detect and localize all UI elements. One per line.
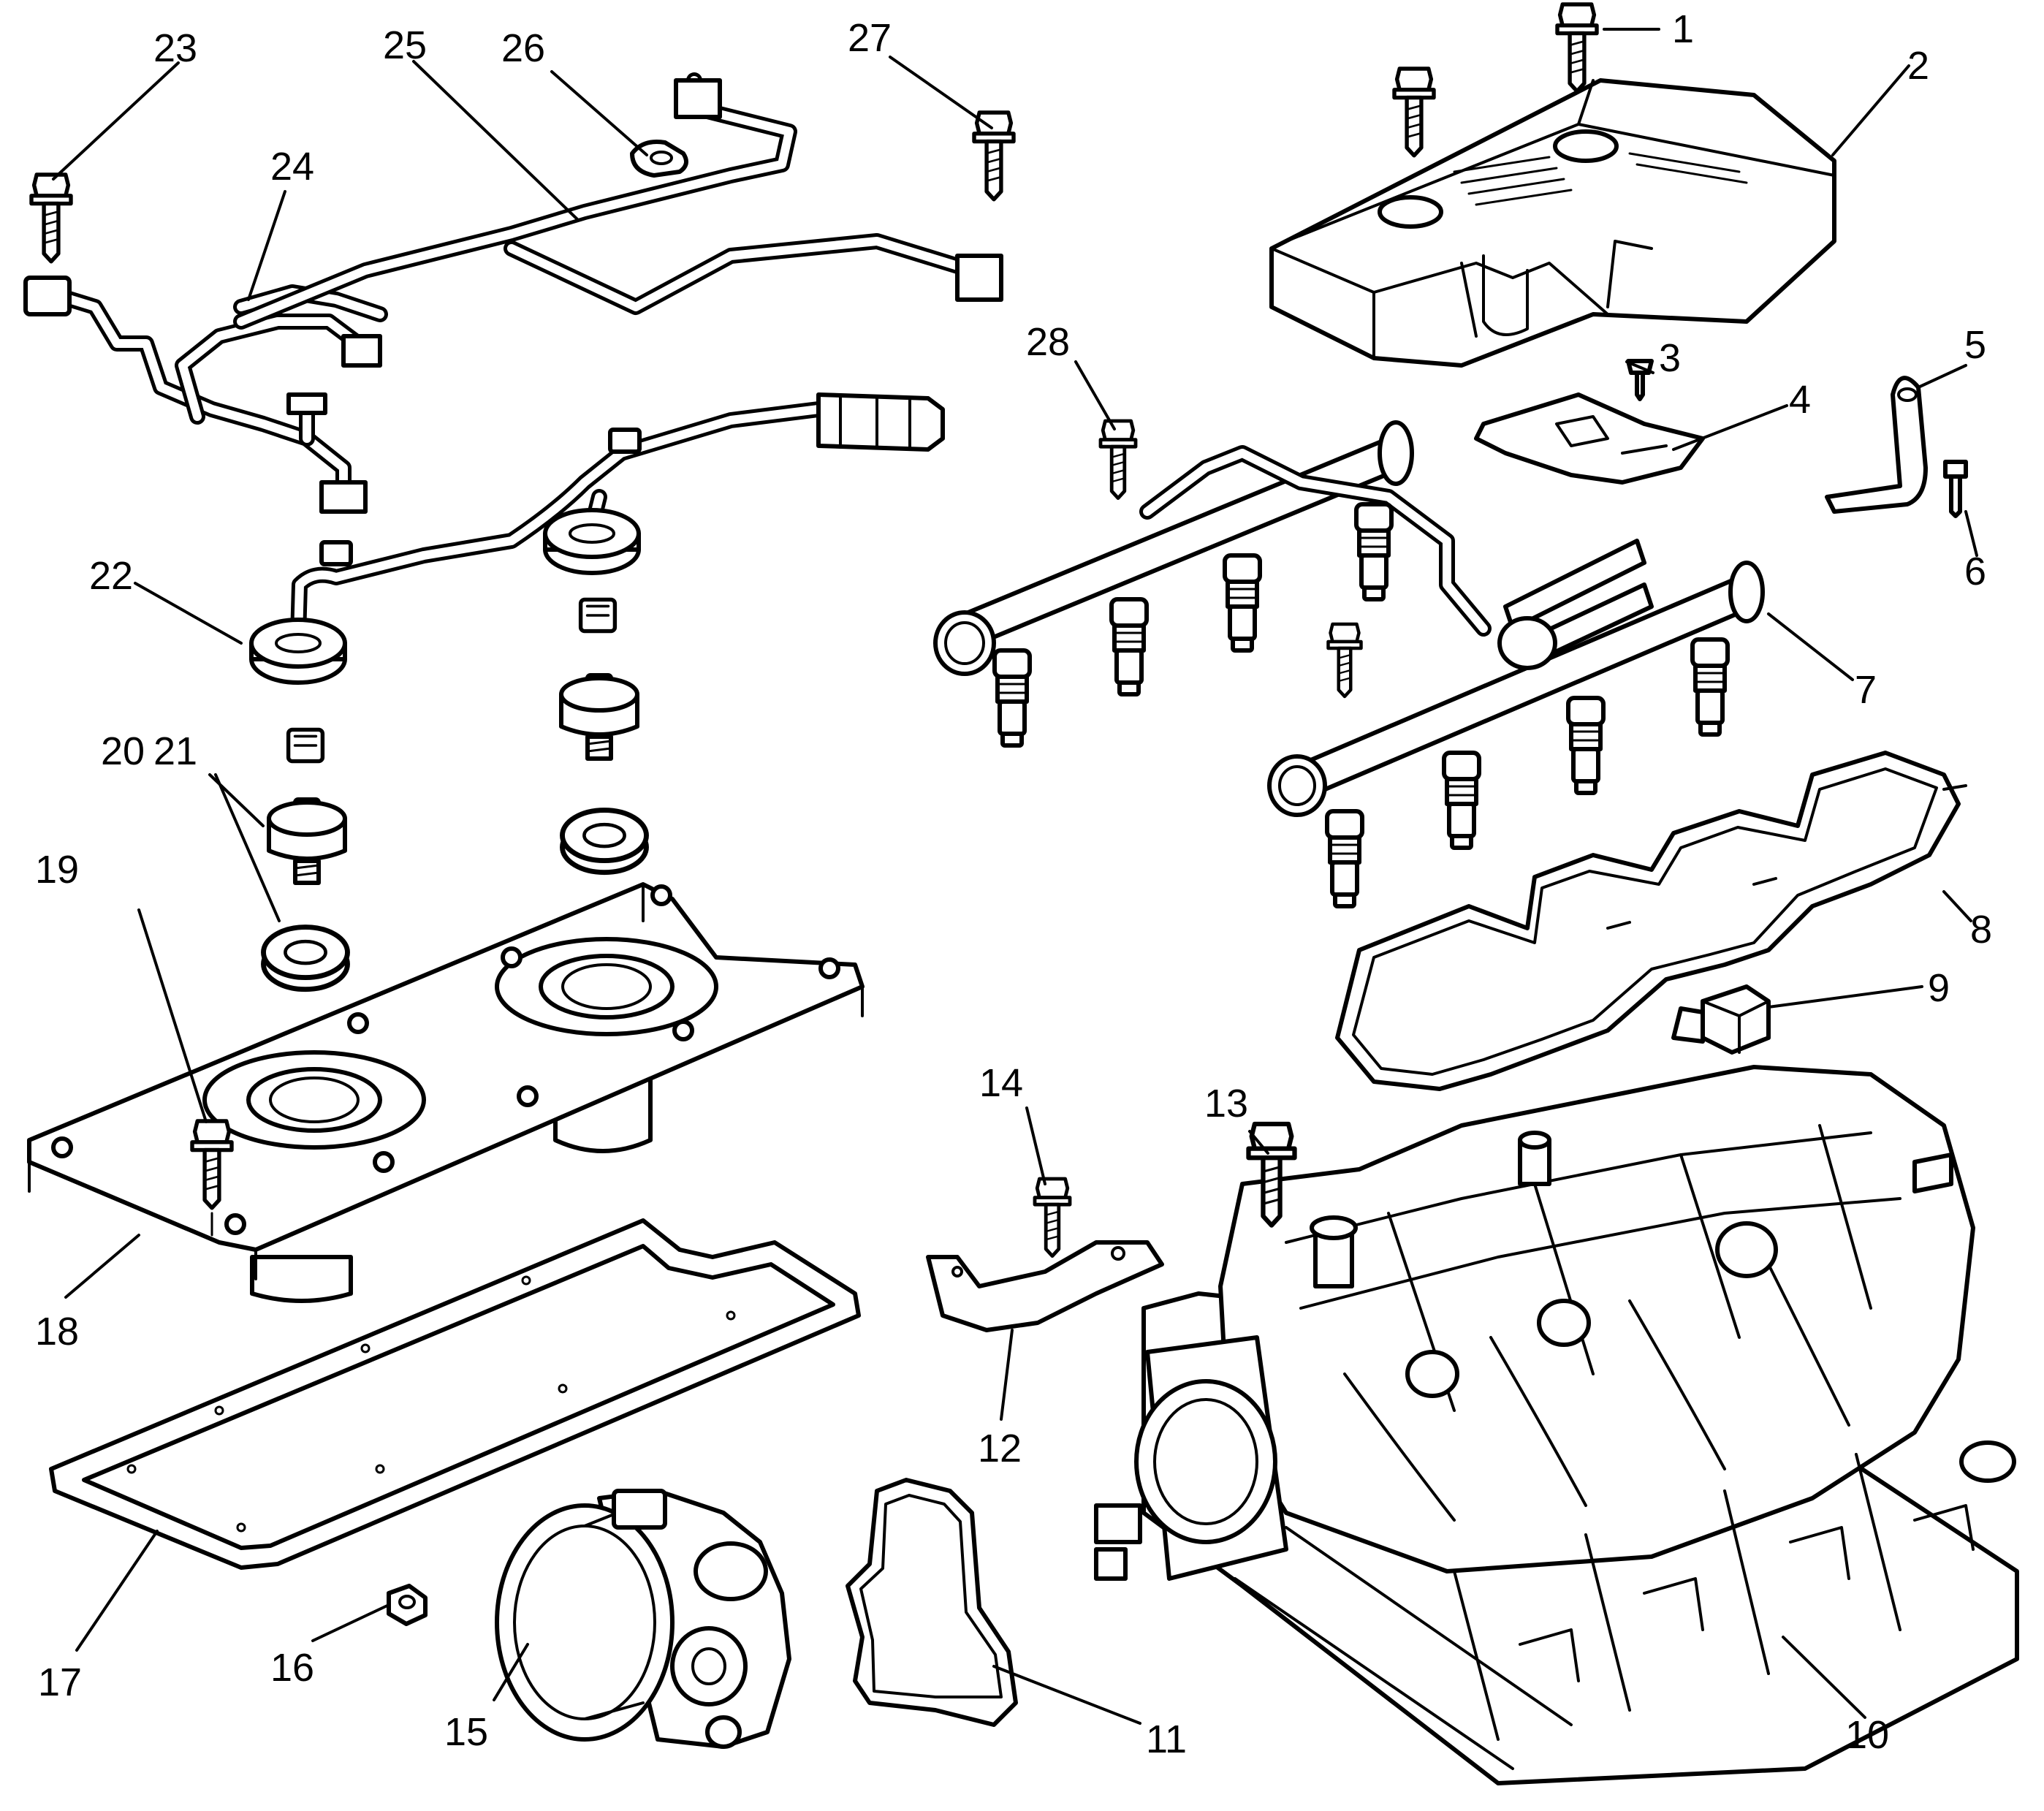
callout-13: 13	[1204, 1082, 1248, 1125]
callout-7: 7	[1855, 668, 1877, 712]
upper-vacuum-harness	[233, 72, 1003, 330]
throttle-cable-bracket	[926, 1240, 1164, 1332]
callout-11: 11	[1146, 1717, 1187, 1761]
fuel-rail-bolt-extra	[1329, 624, 1361, 696]
callout-15: 15	[444, 1710, 488, 1754]
valley-cover-plate	[27, 882, 865, 1303]
callout-28: 28	[1026, 320, 1070, 364]
fuel-rail-assembly	[933, 420, 1765, 906]
throttle-body-gasket	[846, 1478, 1018, 1727]
knock-sensor-right	[561, 675, 637, 759]
cover-bolt-1	[1557, 4, 1597, 91]
callout-9: 9	[1928, 966, 1950, 1010]
callout-4: 4	[1789, 378, 1811, 422]
bracket-bolt-6	[1943, 460, 1968, 518]
valley-cover-gasket	[49, 1218, 861, 1570]
callout-19: 19	[35, 848, 79, 892]
callout-16: 16	[270, 1646, 314, 1690]
callout-22: 22	[89, 554, 133, 598]
intake-manifold-gasket	[1335, 751, 1967, 1091]
bracket-bolt-14	[1035, 1179, 1070, 1256]
callout-21: 21	[153, 729, 197, 773]
plate-bolt-heads	[51, 884, 840, 1235]
callout-24: 24	[270, 145, 314, 189]
callout-12: 12	[978, 1427, 1022, 1470]
callout-17: 17	[38, 1660, 82, 1704]
intake-manifold	[1094, 1065, 2019, 1785]
callout-14: 14	[979, 1061, 1023, 1105]
knock-sensor-harness	[251, 392, 945, 762]
nut	[387, 1584, 428, 1626]
vacuum-seal	[630, 140, 688, 178]
fuel-line-bracket	[1825, 376, 1928, 514]
wiring-bracket	[1474, 392, 1705, 485]
lower-vacuum-harness	[23, 276, 388, 514]
knock-sensor-left	[269, 800, 345, 883]
callout-3: 3	[1659, 336, 1681, 380]
callout-2: 2	[1907, 44, 1929, 88]
callout-25: 25	[383, 23, 427, 67]
callout-6: 6	[1964, 550, 1986, 593]
plate-bolt	[192, 1121, 232, 1237]
map-sensor	[1671, 984, 1771, 1055]
throttle-body	[495, 1489, 791, 1749]
harness-bolt-27	[974, 113, 1014, 200]
callout-26: 26	[501, 26, 545, 70]
callout-18: 18	[35, 1310, 79, 1353]
harness-bolt-23	[31, 175, 71, 262]
callout-20: 20	[101, 729, 145, 773]
knock-sensor-grommet-left	[264, 927, 348, 990]
engine-cover	[1269, 78, 1836, 368]
gasket-bolt-holes	[126, 1275, 736, 1533]
fuel-rail-bolt-28	[1101, 421, 1136, 498]
callout-8: 8	[1970, 908, 1992, 952]
cover-bolt-1b	[1394, 69, 1434, 156]
callout-10: 10	[1845, 1713, 1889, 1757]
callout-23: 23	[153, 26, 197, 70]
knock-sensor-grommet-right	[563, 810, 647, 873]
callout-5: 5	[1964, 323, 1986, 367]
callout-1: 1	[1672, 7, 1694, 51]
callout-labels: 1 2 3 4 5 6 7 8 9 10 11 12 13 14 15 16 1…	[35, 7, 1992, 1761]
callout-27: 27	[848, 16, 892, 60]
leader-lines	[52, 28, 1978, 1725]
